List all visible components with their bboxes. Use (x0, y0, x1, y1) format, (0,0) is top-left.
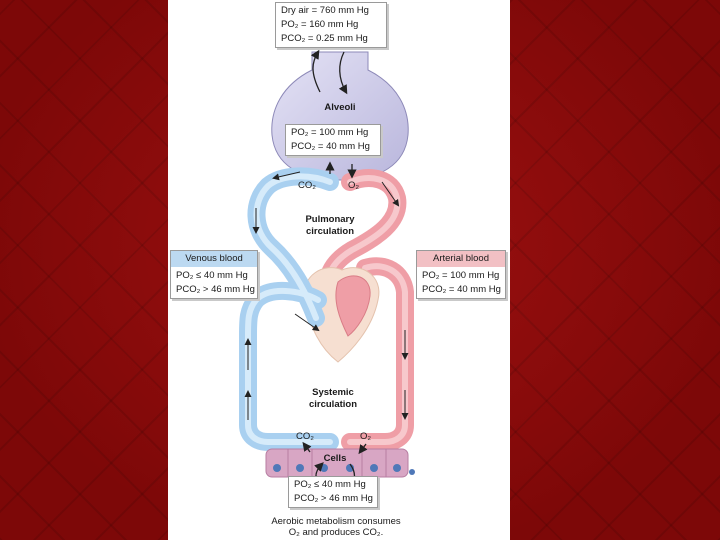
dry-air-po2: PO₂ = 160 mm Hg (281, 19, 359, 30)
venous-blood-title: Venous blood (171, 251, 257, 267)
dry-air-box: Dry air = 760 mm Hg PO₂ = 160 mm Hg PCO₂… (275, 2, 387, 48)
dry-air-pco2: PCO₂ = 0.25 mm Hg (281, 33, 368, 44)
lung-o2-label: O₂ (348, 180, 360, 191)
heart-left-chamber (335, 275, 371, 337)
venous-pco2: PCO₂ > 46 mm Hg (176, 284, 255, 295)
venous-blood-box: Venous blood PO₂ ≤ 40 mm Hg PCO₂ > 46 mm… (170, 250, 258, 299)
arterial-po2: PO₂ = 100 mm Hg (422, 270, 500, 281)
venous-vessels (239, 167, 339, 451)
tissue-o2-label: O₂ (360, 431, 372, 442)
arterial-pco2: PCO₂ = 40 mm Hg (422, 284, 501, 295)
systemic-circulation-label: Systemic circulation (308, 387, 358, 410)
pulmonary-circulation-label: Pulmonary circulation (305, 214, 355, 237)
arterial-blood-box: Arterial blood PO₂ = 100 mm Hg PCO₂ = 40… (416, 250, 506, 299)
arterial-blood-title: Arterial blood (417, 251, 505, 267)
dry-air-total: Dry air = 760 mm Hg (281, 5, 369, 16)
lung-co2-label: CO₂ (298, 180, 316, 191)
cells-pressure-box: PO₂ ≤ 40 mm Hg PCO₂ > 46 mm Hg (288, 476, 378, 508)
cells-label: Cells (323, 453, 347, 464)
venous-po2: PO₂ ≤ 40 mm Hg (176, 270, 248, 281)
caption: Aerobic metabolism consumes O₂ and produ… (271, 516, 401, 538)
alveoli-label: Alveoli (324, 102, 356, 113)
cells-po2: PO₂ ≤ 40 mm Hg (294, 479, 366, 490)
cells-pco2: PCO₂ > 46 mm Hg (294, 493, 373, 504)
alveoli-pco2: PCO₂ = 40 mm Hg (291, 141, 370, 152)
tissue-co2-label: CO₂ (296, 431, 314, 442)
alveoli-pressure-box: PO₂ = 100 mm Hg PCO₂ = 40 mm Hg (285, 124, 381, 156)
flow-arrows (244, 171, 409, 420)
alveoli-po2: PO₂ = 100 mm Hg (291, 127, 369, 138)
alveoli-exchange-arrows (310, 49, 357, 179)
